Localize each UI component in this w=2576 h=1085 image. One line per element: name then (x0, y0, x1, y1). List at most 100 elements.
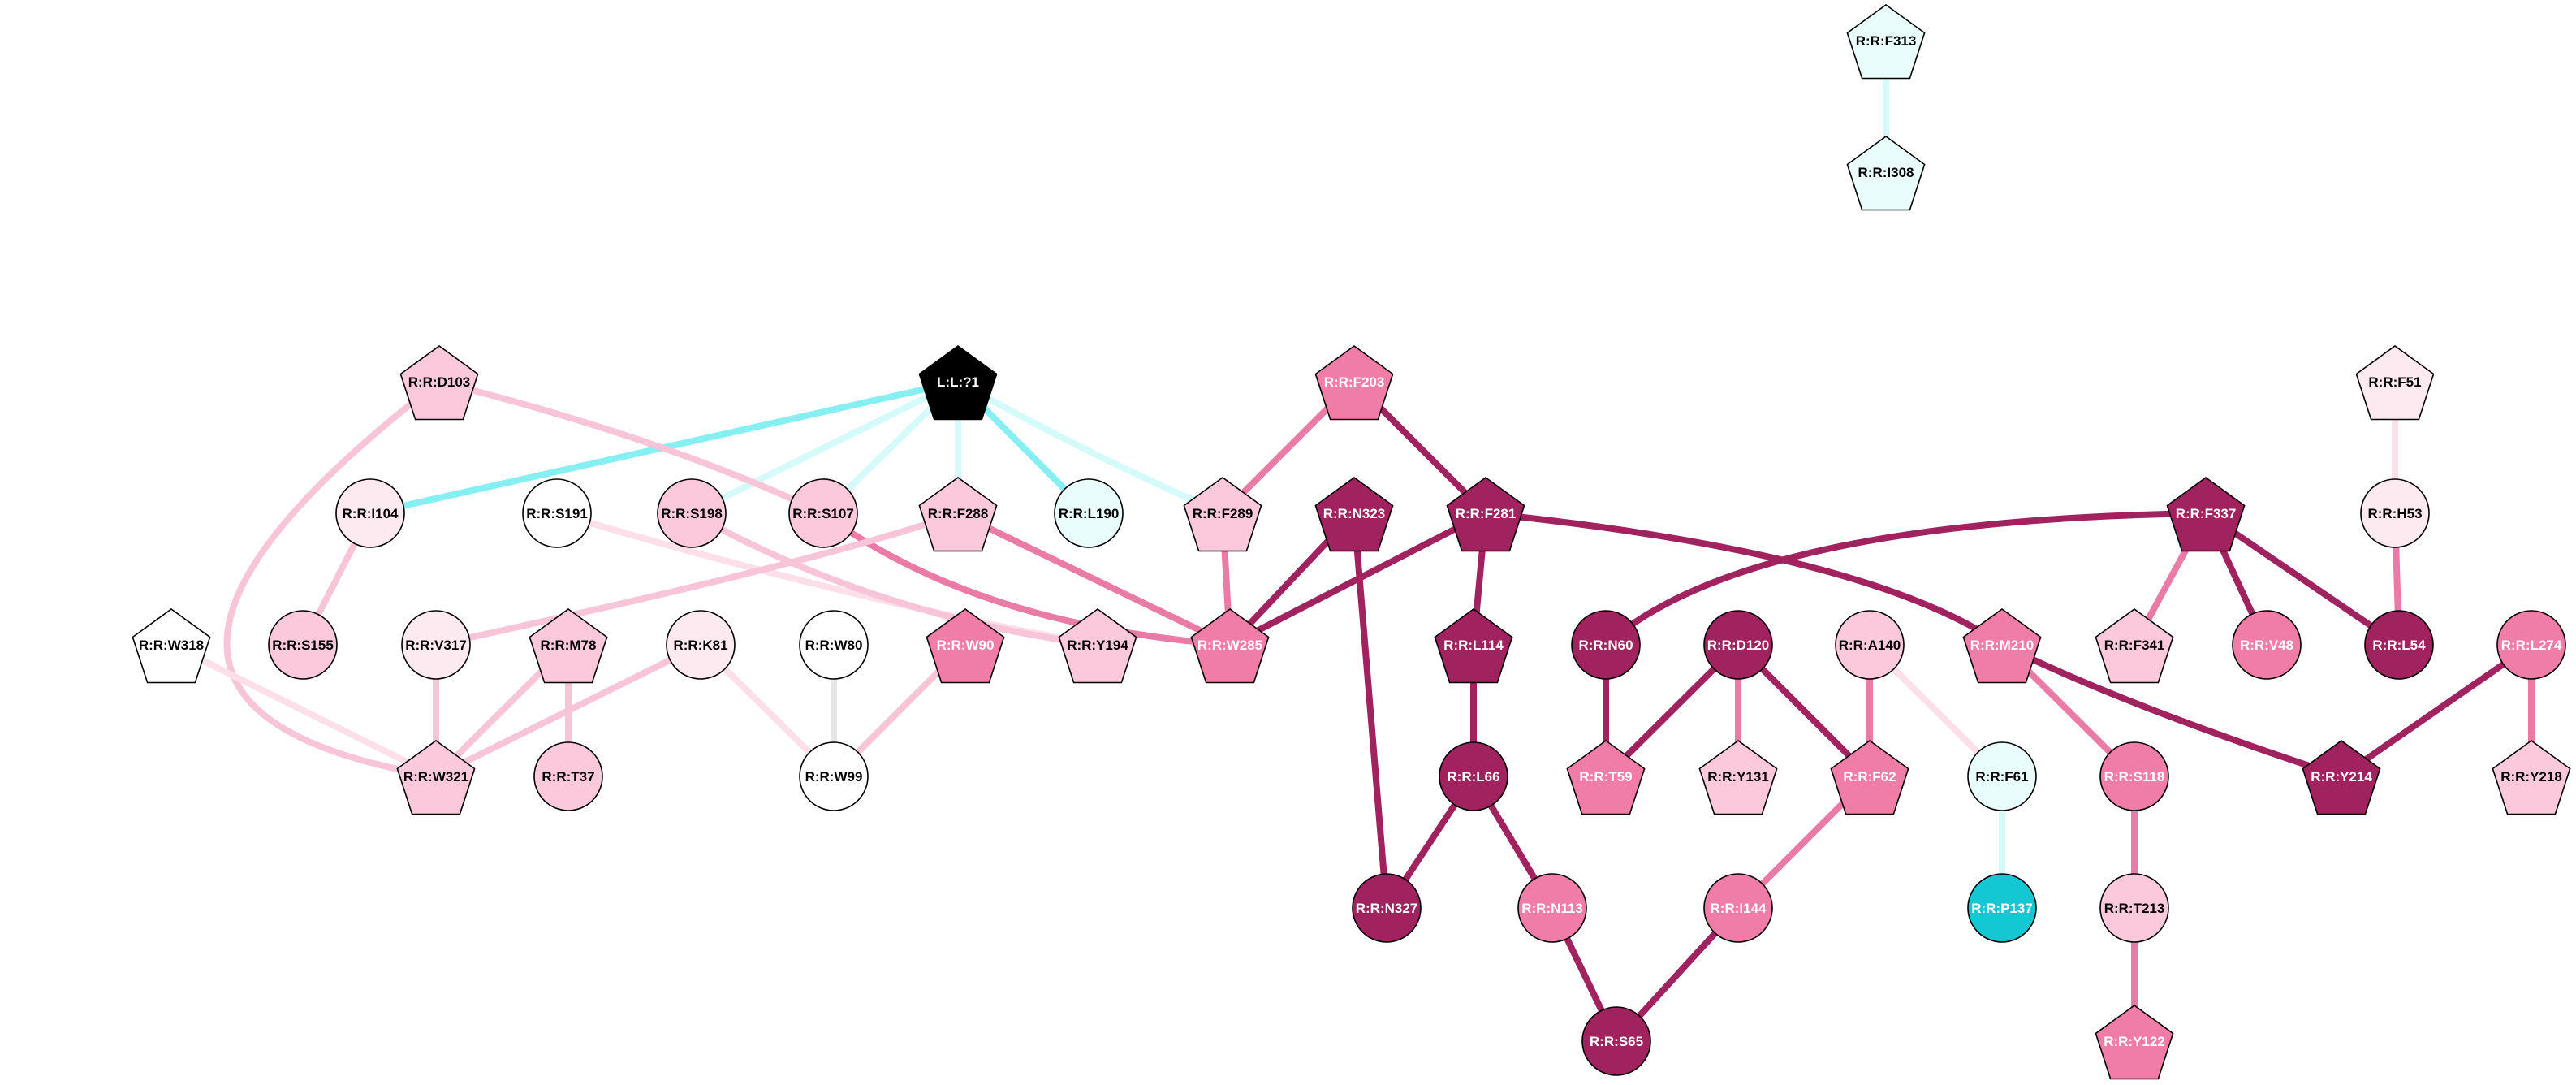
node-label: R:R:W90 (937, 638, 995, 653)
node-h53[interactable]: R:R:H53 (2360, 478, 2430, 548)
edge-f337-n60 (1603, 510, 2209, 648)
node-y131[interactable]: R:R:Y131 (1698, 740, 1778, 815)
node-k81[interactable]: R:R:K81 (666, 610, 736, 680)
node-label: R:R:L66 (1447, 769, 1499, 785)
node-v48[interactable]: R:R:V48 (2232, 610, 2302, 680)
node-l1[interactable]: L:L:?1 (918, 345, 998, 421)
node-w321[interactable]: R:R:W321 (396, 740, 476, 815)
node-label: R:R:Y131 (1707, 769, 1769, 785)
node-f289[interactable]: R:R:F289 (1183, 477, 1262, 552)
node-label: R:R:Y194 (1067, 638, 1128, 653)
node-i308[interactable]: R:R:I308 (1846, 136, 1926, 211)
node-w285[interactable]: R:R:W285 (1190, 608, 1270, 684)
node-circle (1571, 610, 1641, 680)
node-label: R:R:F337 (2176, 506, 2237, 521)
node-label: R:R:F313 (1856, 33, 1917, 49)
node-label: R:R:L274 (2501, 638, 2562, 653)
node-t59[interactable]: R:R:T59 (1566, 740, 1646, 815)
node-s191[interactable]: R:R:S191 (522, 478, 592, 548)
node-circle (799, 741, 869, 811)
node-v317[interactable]: R:R:V317 (401, 610, 471, 680)
node-f61[interactable]: R:R:F61 (1967, 741, 2037, 811)
node-y122[interactable]: R:R:Y122 (2095, 1005, 2174, 1080)
edge-l1-f289 (955, 378, 1226, 517)
node-label: R:R:T59 (1579, 769, 1632, 785)
node-d120[interactable]: R:R:D120 (1703, 610, 1773, 680)
node-f313[interactable]: R:R:F313 (1846, 4, 1926, 80)
node-label: R:R:N113 (1521, 901, 1583, 916)
node-l190[interactable]: R:R:L190 (1054, 478, 1124, 548)
node-f203[interactable]: R:R:F203 (1314, 345, 1394, 421)
node-n60[interactable]: R:R:N60 (1571, 610, 1641, 680)
node-p137[interactable]: R:R:P137 (1967, 873, 2037, 943)
node-pentagon (2095, 608, 2174, 684)
node-pentagon (396, 740, 476, 815)
node-n327[interactable]: R:R:N327 (1352, 873, 1422, 943)
node-m210[interactable]: R:R:M210 (1962, 608, 2042, 684)
node-t37[interactable]: R:R:T37 (533, 741, 603, 811)
node-pentagon (1698, 740, 1778, 815)
node-f288[interactable]: R:R:F288 (918, 477, 998, 552)
node-pentagon (1183, 477, 1262, 552)
node-f62[interactable]: R:R:F62 (1830, 740, 1909, 815)
node-n113[interactable]: R:R:N113 (1517, 873, 1587, 943)
node-f51[interactable]: R:R:F51 (2355, 345, 2435, 421)
node-n323[interactable]: R:R:N323 (1314, 477, 1394, 552)
node-circle (2364, 610, 2434, 680)
node-l274[interactable]: R:R:L274 (2496, 610, 2566, 680)
node-pentagon (1314, 477, 1394, 552)
edge-l274-y214 (2338, 642, 2535, 780)
node-circle (1967, 873, 2037, 943)
node-label: R:R:I104 (343, 506, 399, 521)
node-a140[interactable]: R:R:A140 (1835, 610, 1905, 680)
node-w90[interactable]: R:R:W90 (926, 608, 1005, 684)
node-w99[interactable]: R:R:W99 (799, 741, 869, 811)
node-d103[interactable]: R:R:D103 (399, 345, 479, 421)
node-pentagon (132, 608, 211, 684)
node-label: R:R:Y218 (2500, 769, 2562, 785)
node-pentagon (529, 608, 608, 684)
node-w318[interactable]: R:R:W318 (132, 608, 211, 684)
node-l54[interactable]: R:R:L54 (2364, 610, 2434, 680)
node-label: R:R:W80 (805, 638, 863, 653)
node-pentagon (1446, 477, 1525, 552)
node-label: R:R:F341 (2104, 638, 2165, 653)
node-label: R:R:N60 (1578, 638, 1633, 653)
edge-d103-s107 (436, 378, 826, 517)
node-circle (788, 478, 858, 548)
node-s198[interactable]: R:R:S198 (657, 478, 727, 548)
node-pentagon (1190, 608, 1270, 684)
node-w80[interactable]: R:R:W80 (799, 610, 869, 680)
node-label: R:R:S118 (2104, 769, 2165, 785)
node-s107[interactable]: R:R:S107 (788, 478, 858, 548)
node-f337[interactable]: R:R:F337 (2166, 477, 2246, 552)
node-label: R:R:I144 (1711, 901, 1767, 916)
node-f281[interactable]: R:R:F281 (1446, 477, 1525, 552)
node-label: R:R:S65 (1590, 1034, 1643, 1049)
node-l114[interactable]: R:R:L114 (1434, 608, 1513, 684)
node-l66[interactable]: R:R:L66 (1439, 741, 1508, 811)
node-s65[interactable]: R:R:S65 (1581, 1006, 1651, 1076)
node-m78[interactable]: R:R:M78 (529, 608, 608, 684)
node-pentagon (2302, 740, 2381, 815)
node-circle (1054, 478, 1124, 548)
node-pentagon (1566, 740, 1646, 815)
node-pentagon (2095, 1005, 2174, 1080)
node-y194[interactable]: R:R:Y194 (1058, 608, 1137, 684)
node-y214[interactable]: R:R:Y214 (2302, 740, 2381, 815)
node-label: R:R:F203 (1324, 374, 1385, 390)
node-t213[interactable]: R:R:T213 (2099, 873, 2169, 943)
node-f341[interactable]: R:R:F341 (2095, 608, 2174, 684)
node-y218[interactable]: R:R:Y218 (2492, 740, 2571, 815)
node-s155[interactable]: R:R:S155 (268, 610, 338, 680)
node-i104[interactable]: R:R:I104 (335, 478, 405, 548)
node-i144[interactable]: R:R:I144 (1703, 873, 1773, 943)
node-circle (1439, 741, 1508, 811)
node-s118[interactable]: R:R:S118 (2099, 741, 2169, 811)
edge-f281-w285 (1227, 510, 1489, 648)
node-circle (1352, 873, 1422, 943)
node-circle (533, 741, 603, 811)
edge-d103-w321 (223, 378, 442, 780)
node-label: R:R:V317 (405, 638, 467, 653)
node-pentagon (2492, 740, 2571, 815)
